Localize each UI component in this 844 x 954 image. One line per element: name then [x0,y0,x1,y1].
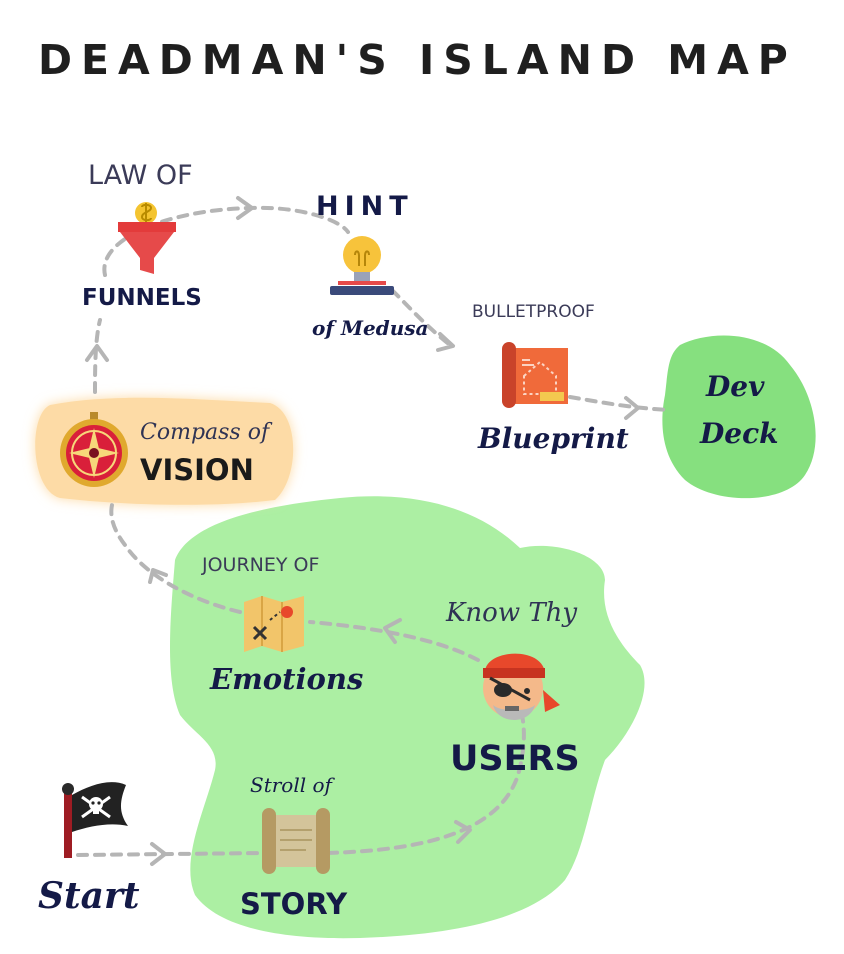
lightbulb-icon [330,236,394,295]
arrowhead-emotions [383,618,402,644]
vision-top-label: Compass of [140,420,270,445]
island-dev-deck [662,335,816,499]
path-blueprint-devdeck [568,395,672,412]
devdeck-line1-label: Dev [706,370,765,403]
users-bottom-label: USERS [450,739,580,779]
funnels-bottom-label: FUNNELS [82,285,202,311]
emotions-top-label: JOURNEY OF [202,554,320,576]
pirate-icon [483,653,560,720]
page-title: DEADMAN'S ISLAND MAP [38,36,797,84]
story-bottom-label: STORY [240,887,348,921]
path-emotions-vision [109,503,242,614]
arrowhead-hint [236,196,254,220]
treasure-map-icon [244,596,304,652]
blueprint-top-label: BULLETPROOF [472,302,595,322]
arrowhead-users [454,820,472,844]
compass-icon [60,412,128,487]
scroll-icon [262,808,330,874]
emotions-bottom-label: Emotions [210,662,364,696]
devdeck-line2-label: Deck [700,417,779,450]
path-vision-funnels [93,318,102,394]
pirate-flag-icon [62,782,128,858]
arrowhead-devdeck [624,396,640,420]
funnels-top-label: LAW OF [88,160,193,191]
blueprint-bottom-label: Blueprint [478,422,629,455]
arrowhead-vision [148,568,168,584]
hint-top-label: HINT [316,191,414,222]
story-top-label: Stroll of [250,773,332,797]
funnel-icon [118,202,176,274]
hint-bottom-label: of Medusa [312,316,429,340]
blueprint-icon [502,342,568,408]
vision-bottom-label: VISION [140,453,254,487]
path-start-story [76,851,267,857]
start-label: Start [38,875,140,917]
path-story-users [326,713,526,855]
arrowhead-story [150,842,167,866]
path-funnels-hint [102,205,350,277]
path-users-emotions [308,620,480,662]
arrowhead-funnels [85,344,109,362]
arrowhead-blueprint [436,332,455,352]
users-top-label: Know Thy [446,598,578,628]
